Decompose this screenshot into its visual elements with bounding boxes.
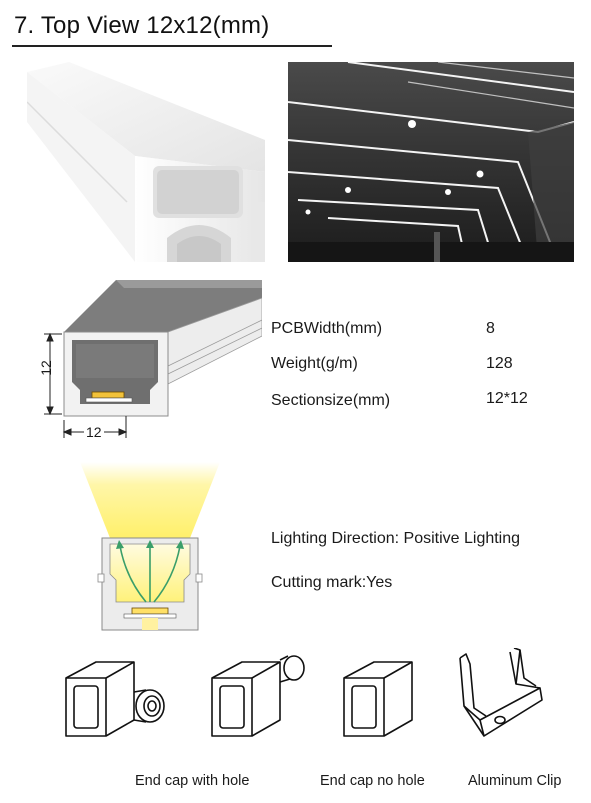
- spec-value-weight: 128: [486, 355, 513, 372]
- title-underline: [12, 45, 332, 47]
- spec-value-section-size: 12*12: [486, 390, 528, 407]
- lighting-direction-text: Lighting Direction: Positive Lighting: [271, 530, 521, 547]
- accessory-label-end-cap-no-hole: End cap no hole: [320, 773, 425, 789]
- end-cap-large-hole-icon: [211, 655, 305, 737]
- spec-value-pcb-width: 8: [486, 320, 495, 337]
- width-dimension-label: 12: [84, 424, 104, 440]
- ceiling-installation-photo: [288, 62, 574, 262]
- spec-label-pcb-width: PCBWidth(mm): [271, 320, 383, 337]
- page-title: 7. Top View 12x12(mm): [14, 12, 270, 39]
- lighting-direction-diagram: [80, 462, 220, 631]
- end-cap-with-hole-icon: [65, 661, 165, 737]
- accessory-label-aluminum-clip: Aluminum Clip: [468, 773, 562, 789]
- aluminum-clip-icon: [459, 648, 543, 737]
- spec-label-weight: Weight(g/m): [271, 355, 358, 372]
- height-dimension-label: 12: [38, 360, 54, 376]
- spec-label-section-size: Sectionsize(mm): [271, 392, 391, 409]
- cutting-mark-text: Cutting mark:Yes: [271, 574, 393, 591]
- end-cap-no-hole-icon: [343, 661, 413, 737]
- product-profile-photo: [27, 62, 265, 262]
- cross-section-diagram: [44, 280, 262, 438]
- accessory-label-end-cap-with-hole: End cap with hole: [135, 773, 250, 789]
